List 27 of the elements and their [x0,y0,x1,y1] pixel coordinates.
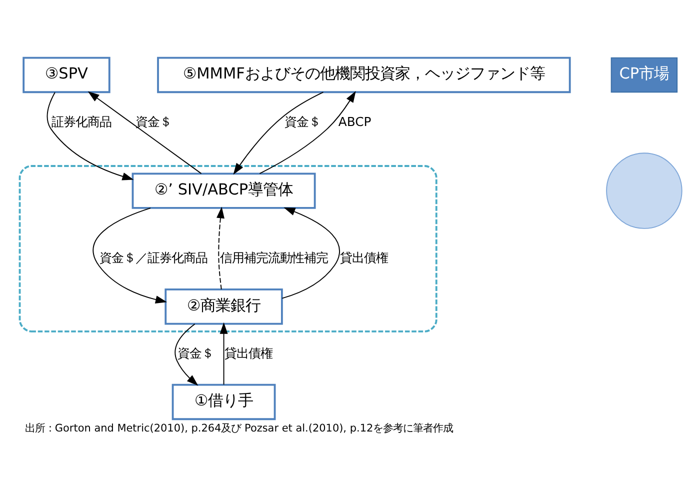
edge-label: 資金＄ [178,345,214,360]
arrow [88,90,202,174]
node-box: ②’ SIV/ABCP導管体 [132,172,316,208]
edge-label: 貸出債権 [224,345,273,360]
arrow [216,206,224,290]
arrow [259,90,356,174]
arrow [282,207,340,298]
node-box: ①借り手 [172,383,276,420]
edge-label: ABCP [338,113,372,128]
edge-label: 証券化商品 [52,113,112,128]
node-box: ⑤MMMFおよびその他機関投資家，ヘッジファンド等 [157,56,571,93]
node-box: ②商業銀行 [164,288,283,324]
arrow [46,91,134,180]
edge-label: 信用補完流動性補完 [220,250,328,265]
caption: 出所：Gorton and Metric(2010), p.264及び Pozsar et al.(2010), p.12を参考に筆者作成 [24,422,454,434]
arrow [220,322,228,385]
edge-label: 資金＄／証券化商品 [100,250,208,265]
arrow [174,323,198,386]
arrow [233,91,324,174]
arrow [92,207,167,304]
node-circle [606,152,682,228]
edge-label: 資金＄ [136,113,172,128]
node-box: ③SPV [22,56,110,93]
node-box: CP市場 [610,56,678,92]
edge-label: 資金＄ [284,113,320,128]
edge-label: 貸出債権 [340,250,388,265]
cluster [18,164,438,332]
